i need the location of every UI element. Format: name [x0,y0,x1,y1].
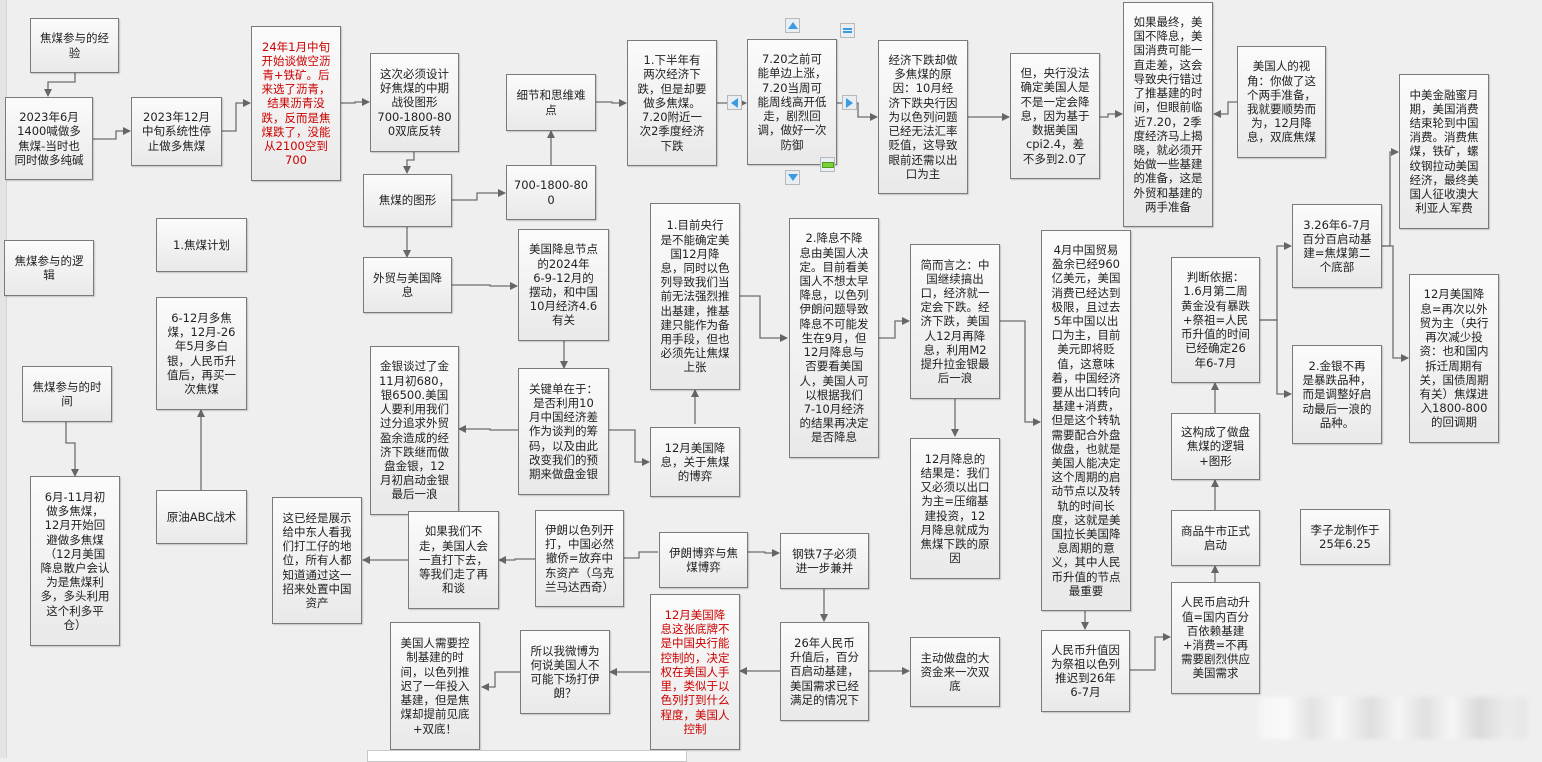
node-big-capital-double-bottom[interactable]: 主动做盘的大 资金来一次双 底 [910,637,1000,707]
node-author-credit[interactable]: 李子龙制作于 25年6.25 [1300,509,1390,565]
node-if-no-rate-cut[interactable]: 如果最终，美 国不降息，美 国消费可能一 直走差，这会 导致央行错过 了推基建的… [1123,2,1213,227]
node-show-middle-east[interactable]: 这已经是展示 给中东人看我 们打工仔的地 位，所有人都 知道通过这一 招来处置中… [272,497,362,624]
node-two-economic-declines[interactable]: 1.下半年有 两次经济下 跌，但是却要 做多焦煤。 7.20附近一 次2季度经济… [627,40,717,166]
node-dec-rate-cut-trump-card[interactable]: 12月美国降 息这张底牌不 是中国央行能 控制的，决定 权在美国人手 里，类似于… [650,594,740,750]
left-ruler [0,0,7,758]
nav-up-icon[interactable] [785,18,800,33]
node-coal-participation-time[interactable]: 焦煤参与的时 间 [22,366,112,422]
node-june-nov-long-coal[interactable]: 6月-11月初 做多焦煤， 12月开始回 避做多焦煤 （12月美国 降息散户会认… [30,476,120,646]
blurred-watermark [1258,697,1528,739]
nav-left-icon[interactable] [727,95,742,110]
node-coal-logic-and-pattern[interactable]: 这构成了做盘 焦煤的逻辑 +图形 [1171,413,1260,480]
node-2026-rmb-appreciation[interactable]: 26年人民币 升值后，百分 百启动基建， 美国需求已经 满足的情况下 [780,622,869,721]
node-coal-chart-pattern[interactable]: 焦煤的图形 [363,174,452,227]
node-before-7-20-selected[interactable]: 7.20之前可 能单边上涨， 7.20当周可 能周线高开低 走，剧烈回 调，做好… [747,39,837,165]
node-crude-abc-tactic[interactable]: 原油ABC战术 [156,490,247,544]
node-gold-silver-discussed[interactable]: 金银谈过了金 11月初680， 银6500.美国 人要利用我们 过分追求外贸 盈… [370,346,459,515]
node-if-we-dont-leave[interactable]: 如果我们不 走，美国人会 一直打下去， 等我们走了再 和谈 [408,511,499,609]
node-us-control-infrastructure-time[interactable]: 美国人需要控 制基建的时 间，以色列推 迟了一年投入 基建，但是焦 煤却提前见底… [390,622,480,750]
node-gold-silver-no-crash[interactable]: 2.金银不再 是暴跌品种， 而是调整好启 动最后一浪的 品种。 [1292,345,1382,444]
node-design-mid-term-pattern[interactable]: 这次必须设计 好焦煤的中期 战役图形 700-1800-80 0双底反转 [370,53,459,152]
node-details-thinking-difficulty[interactable]: 细节和思维难 点 [506,74,596,131]
node-sino-us-honeymoon[interactable]: 中美金融蜜月 期，美国消费 结束轮到中国 消费。消费焦 煤，铁矿，螺 纹钢拉动美… [1399,74,1489,229]
equals-icon[interactable] [840,23,855,38]
nav-right-icon[interactable] [842,95,857,110]
node-dec-rate-cut-result[interactable]: 12月降息的 结果是：我们 又必须以出口 为主=压缩基 建投资，12 月降息就成… [910,438,1000,579]
node-2026-infrastructure-start[interactable]: 3.26年6-7月 百分百启动基 建=焦煤第二 个底部 [1292,204,1382,288]
node-reason-long-coal[interactable]: 经济下跌却做 多焦煤的原 因：10月经 济下跌央行因 为以色列问题 已经无法汇率… [878,40,968,194]
node-judgment-basis[interactable]: 判断依据： 1.6月第二周 黄金没有暴跌 +祭祖=人民 币升值的时间 已经确定2… [1171,257,1260,383]
bottom-panel [367,750,687,762]
node-trade-and-us-rate-cut[interactable]: 外贸与美国降 息 [363,257,452,313]
node-american-perspective[interactable]: 美国人的视 角：你做了这 个两手准备， 我就要顺势而 为，12月降 息，双底焦煤 [1237,46,1326,158]
node-2023-dec-stop-long[interactable]: 2023年12月 中旬系统性停 止做多焦煤 [131,97,222,166]
node-dec-rate-cut-game[interactable]: 12月美国降 息，关于焦煤 的博弈 [650,427,740,497]
node-rate-cut-decided-by-us[interactable]: 2.降息不降 息由美国人决 定。目前看美 国人不想太早 降息，以色列 伊朗问题导… [789,218,879,458]
node-in-short-export[interactable]: 简而言之：中 国继续搞出 口，经济就一 定会下跌。经 济下跌，美国 人12月再降… [910,244,1000,399]
node-iran-israel-war[interactable]: 伊朗以色列开 打，中国必然 撤侨=放弃中 东资产（乌克 兰马达西奇） [535,510,624,607]
node-coal-participation-experience[interactable]: 焦煤参与的经 验 [30,18,119,73]
node-steel-merger[interactable]: 钢铁7子必须 进一步兼并 [780,533,869,589]
node-april-trade-surplus[interactable]: 4月中国贸易 盈余已经960 亿美元，美国 消费已经达到 极限，且过去 5年中国… [1041,230,1131,611]
nav-down-icon[interactable] [785,170,800,185]
node-commodity-bull-market[interactable]: 商品牛市正式 启动 [1171,510,1260,566]
node-key-negotiation-chip[interactable]: 关键单在于： 是否利用10 月中国经济差 作为谈判的筹 码，以及由此 改变我们的… [518,368,609,495]
collapse-minus-icon[interactable] [820,157,835,172]
node-coal-plan[interactable]: 1.焦煤计划 [156,218,247,272]
node-700-1800-800[interactable]: 700-1800-80 0 [506,165,596,220]
node-2024-jan-short-asphalt[interactable]: 24年1月中旬 开始谈做空沥 青+铁矿。后 来选了沥青， 结果沥青没 跌，反而是… [251,26,341,181]
node-june-dec-long-coal[interactable]: 6-12月多焦 煤，12月-26 年5月多白 银，人民币升 值后，再买一 次焦煤 [156,297,247,410]
node-dec-rate-cut-export[interactable]: 12月美国降 息=再次以外 贸为主（央行 再次减少投 资：也和国内 拆迁周期有 … [1409,274,1499,443]
node-weibo-why-us-not-fight-iran[interactable]: 所以我微博为 何说美国人不 可能下场打伊 朗？ [520,630,610,714]
node-coal-participation-logic[interactable]: 焦煤参与的逻 辑 [4,240,94,296]
node-rmb-appreciation-delayed[interactable]: 人民币升值因 为祭祖以色列 推迟到26年 6-7月 [1041,630,1130,712]
node-iran-coal-game[interactable]: 伊朗博弈与焦 煤博弈 [659,532,748,588]
node-central-bank-uncertain[interactable]: 但，央行没法 确定美国人是 不是一定会降 息，因为基于 数据美国 cpi2.4，… [1010,53,1100,179]
node-rmb-appreciation-start[interactable]: 人民币启动升 值=国内百分 百依赖基建 +消费=不再 需要剧烈供应 美国需求 [1171,582,1260,694]
node-central-bank-cannot-confirm[interactable]: 1.目前央行 是不能确定美 国12月降 息，同时以色 列导致我们当 前无法强烈推… [650,203,740,390]
node-2023-june-long-coal[interactable]: 2023年6月 1400喊做多 焦煤-当时也 同时做多纯碱 [5,97,93,180]
node-us-rate-cut-timing[interactable]: 美国降息节点 的2024年 6-9-12月的 摆动，和中国 10月经济4.6 有… [518,229,609,341]
